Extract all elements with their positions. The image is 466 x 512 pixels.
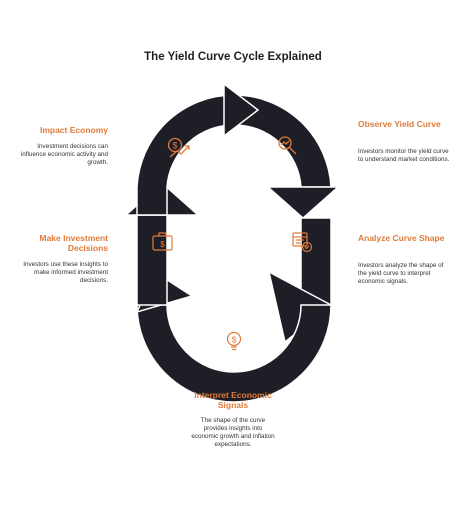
stage-analyze-description: Investors analyze the shape of the yield…	[358, 262, 444, 285]
segment-interpret	[136, 304, 332, 403]
stage-interpret-title: Interpret Economic Signals	[194, 390, 272, 410]
arrow-impact	[223, 82, 260, 138]
dollar-bulb-icon: $	[226, 331, 242, 351]
briefcase-dollar-icon: $	[152, 232, 173, 251]
svg-text:$: $	[160, 240, 165, 249]
calendar-check-icon	[292, 232, 313, 253]
magnifier-chart-icon	[278, 136, 297, 155]
dollar-growth-icon: $	[167, 137, 190, 158]
stage-observe-description: Investors monitor the yield curve to und…	[358, 148, 450, 163]
stage-interpret-description: The shape of the curve provides insights…	[191, 417, 275, 448]
stage-decisions-title: Make Investment Decisions	[39, 233, 109, 253]
stage-observe-title: Observe Yield Curve	[358, 119, 441, 129]
diagram-title: The Yield Curve Cycle Explained	[144, 51, 322, 63]
stage-analyze-title: Analyze Curve Shape	[358, 233, 445, 243]
svg-text:$: $	[232, 335, 237, 345]
svg-text:$: $	[172, 141, 177, 151]
segment-decisions	[136, 214, 168, 306]
segment-impact	[136, 94, 235, 216]
arrow-observe	[266, 186, 340, 220]
stage-impact-description: Investment decisions can influence econo…	[20, 143, 108, 166]
stage-decisions-description: Investors use these insights to make inf…	[23, 261, 108, 284]
stage-impact-title: Impact Economy	[39, 125, 108, 135]
